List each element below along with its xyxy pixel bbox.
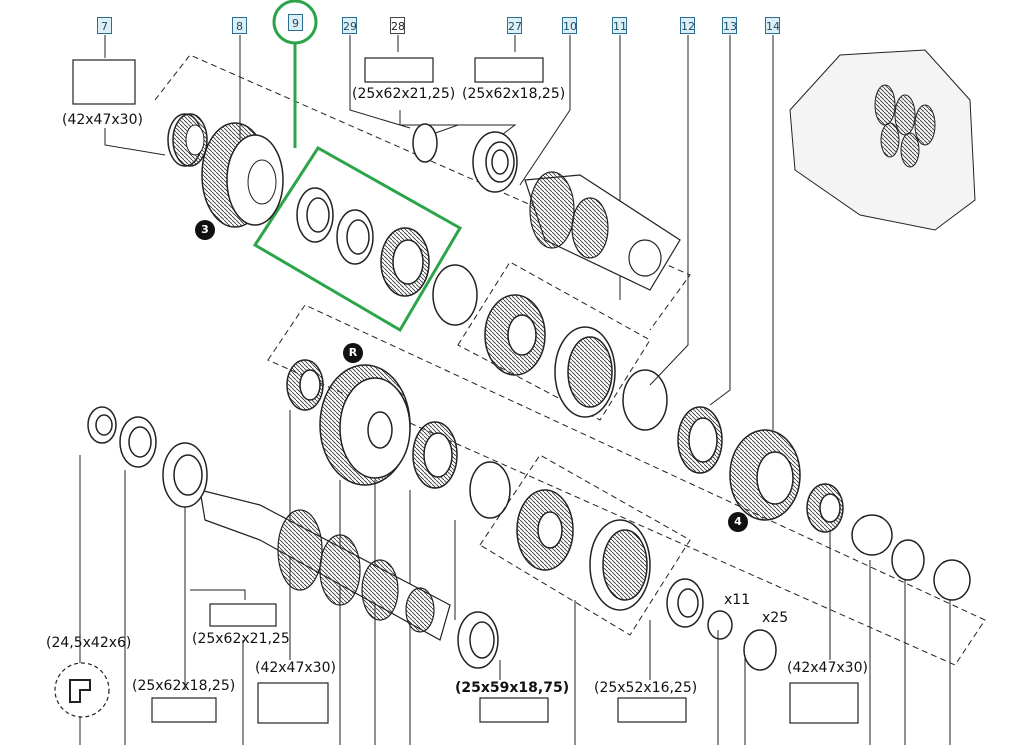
gear-badge-4: 4 [728,512,748,532]
callout-9: 9 [288,14,303,31]
dashed-assembly-outlines [154,54,986,666]
dimension-label: (25x62x21,25) [352,86,456,102]
bearing-lower-right [666,578,777,671]
dimension-label: (25x52x16,25) [594,680,698,696]
reverse-gear [319,364,411,486]
quantity-label: x11 [724,592,751,608]
gear-badge-reverse: R [343,343,363,363]
gear-3 [201,122,284,228]
output-shaft [524,171,681,291]
callout-10: 10 [562,17,577,34]
callout-14: 14 [765,17,780,34]
circlip-gasket-top [432,264,478,326]
dimension-label: (42x47x30) [62,112,143,128]
input-shaft [199,489,451,641]
seal-and-bearing-left [87,406,208,508]
circlip-lower [469,461,511,519]
synchro-ring-set-9 [296,187,430,297]
callout-13: 13 [722,17,737,34]
bearing-input-shaft [457,611,499,669]
callout-8: 8 [232,17,247,34]
callout-7: 7 [97,17,112,34]
gearbox-thumbnail [789,49,976,231]
callout-12: 12 [680,17,695,34]
highlight-box [252,0,463,333]
dimension-label: (42x47x30) [255,660,336,676]
dimension-label: (24,5x42x6) [46,635,132,651]
dimension-label: (25x62x21,25 [192,631,290,647]
callout-27: 27 [507,17,522,34]
dimension-label: (25x62x18,25) [462,86,566,102]
needle-bearing-right [806,483,971,601]
dimension-label: (25x59x18,75) [455,680,570,696]
dimension-label: (25x62x18,25) [132,678,236,694]
quantity-label: x25 [762,610,789,626]
callout-28: 28 [390,17,405,34]
synchro-ring-lower [412,421,458,489]
bearing-top-pair [412,123,518,193]
needle-bearing-top [167,113,208,167]
callout-11: 11 [612,17,627,34]
gear-4 [729,429,801,521]
synchro-ring-13 [677,406,723,474]
synchro-hub-lower [516,489,651,611]
needle-bearing-reverse [286,359,324,411]
synchro-hub-11 [484,294,616,418]
callout-29: 29 [342,17,357,34]
gear-badge-3: 3 [195,220,215,240]
circlip-12 [622,369,668,431]
dimension-label: (42x47x30) [787,660,868,676]
bearing-symbols [54,57,859,724]
